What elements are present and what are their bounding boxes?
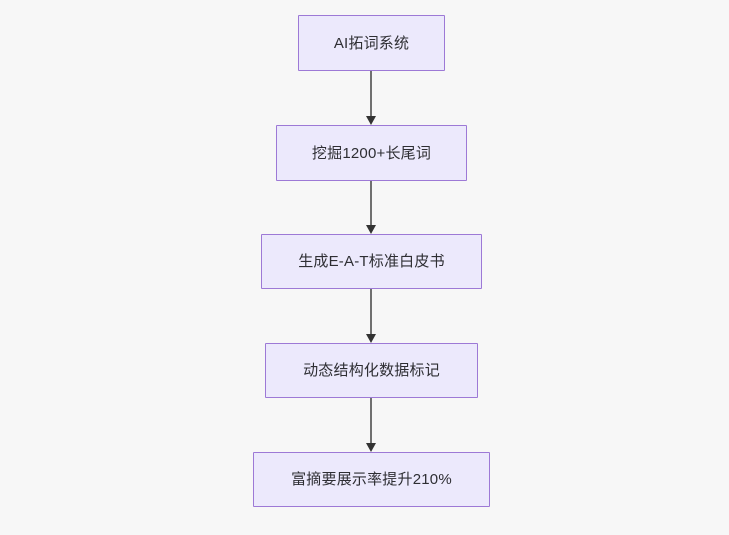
flow-node-mine-longtail-keywords[interactable]: 挖掘1200+长尾词 xyxy=(276,125,467,181)
flow-node-generate-eat-whitepaper[interactable]: 生成E-A-T标准白皮书 xyxy=(261,234,482,289)
flow-node-label: 挖掘1200+长尾词 xyxy=(311,144,432,162)
edge-line xyxy=(370,289,372,334)
flow-node-ai-keyword-system[interactable]: AI拓词系统 xyxy=(298,15,445,71)
edge-line xyxy=(370,398,372,443)
arrowhead-icon xyxy=(366,334,376,343)
flow-node-label: 富摘要展示率提升210% xyxy=(291,471,452,488)
flow-node-label: 生成E-A-T标准白皮书 xyxy=(298,253,445,270)
arrowhead-icon xyxy=(366,225,376,234)
flow-node-dynamic-structured-data-markup[interactable]: 动态结构化数据标记 xyxy=(265,343,478,398)
arrowhead-icon xyxy=(366,443,376,452)
edge-line xyxy=(370,181,372,225)
flow-node-label: AI拓词系统 xyxy=(333,34,410,52)
flow-node-label: 动态结构化数据标记 xyxy=(303,362,440,379)
edge-line xyxy=(370,71,372,116)
flow-node-rich-snippet-uplift[interactable]: 富摘要展示率提升210% xyxy=(253,452,490,507)
arrowhead-icon xyxy=(366,116,376,125)
